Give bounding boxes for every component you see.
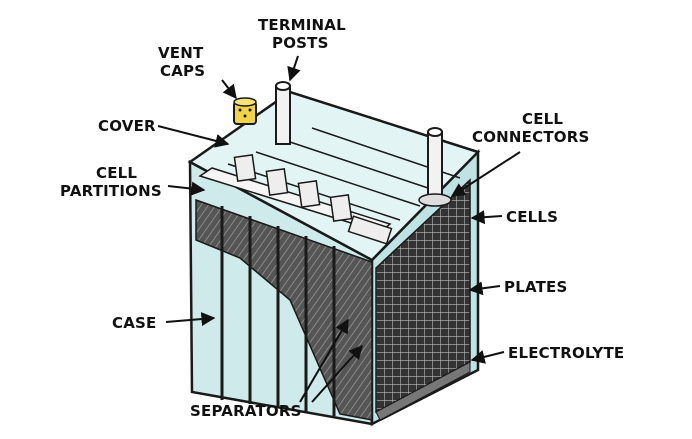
label-vent-2: CAPS: [160, 62, 205, 80]
leader-electrolyte: [470, 350, 505, 364]
label-electrolyte: ELECTROLYTE: [508, 344, 624, 362]
leader-case: [165, 312, 216, 327]
label-plates: PLATES: [504, 278, 567, 296]
label-terminal-2: POSTS: [272, 34, 329, 52]
terminal-post-left: [275, 81, 291, 145]
leader-cell-partitions: [167, 181, 206, 196]
label-cell-connectors-1: CELL: [522, 110, 563, 128]
label-separators: SEPARATORS: [190, 402, 302, 420]
leader-separators-2: [311, 344, 363, 403]
terminal-post-right: [418, 127, 452, 207]
leader-cover: [157, 125, 230, 148]
leader-cells: [470, 210, 503, 225]
leader-vent-caps: [221, 79, 237, 100]
label-terminal-1: TERMINAL: [258, 16, 346, 34]
label-cell-partitions-1: CELL: [96, 164, 137, 182]
label-cells: CELLS: [506, 208, 558, 226]
vent-cap: [233, 97, 257, 125]
leader-separators-1: [299, 318, 349, 403]
leader-lines: [157, 55, 521, 403]
leader-terminal-posts: [287, 55, 301, 82]
label-cell-partitions-2: PARTITIONS: [60, 182, 162, 200]
leader-plates: [468, 281, 501, 296]
label-vent-1: VENT: [158, 44, 204, 62]
label-cell-connectors-2: CONNECTORS: [472, 128, 589, 146]
leader-cell-connectors: [450, 151, 521, 197]
label-case: CASE: [112, 314, 156, 332]
cutaway-interior: [195, 178, 471, 421]
label-cover: COVER: [98, 117, 156, 135]
